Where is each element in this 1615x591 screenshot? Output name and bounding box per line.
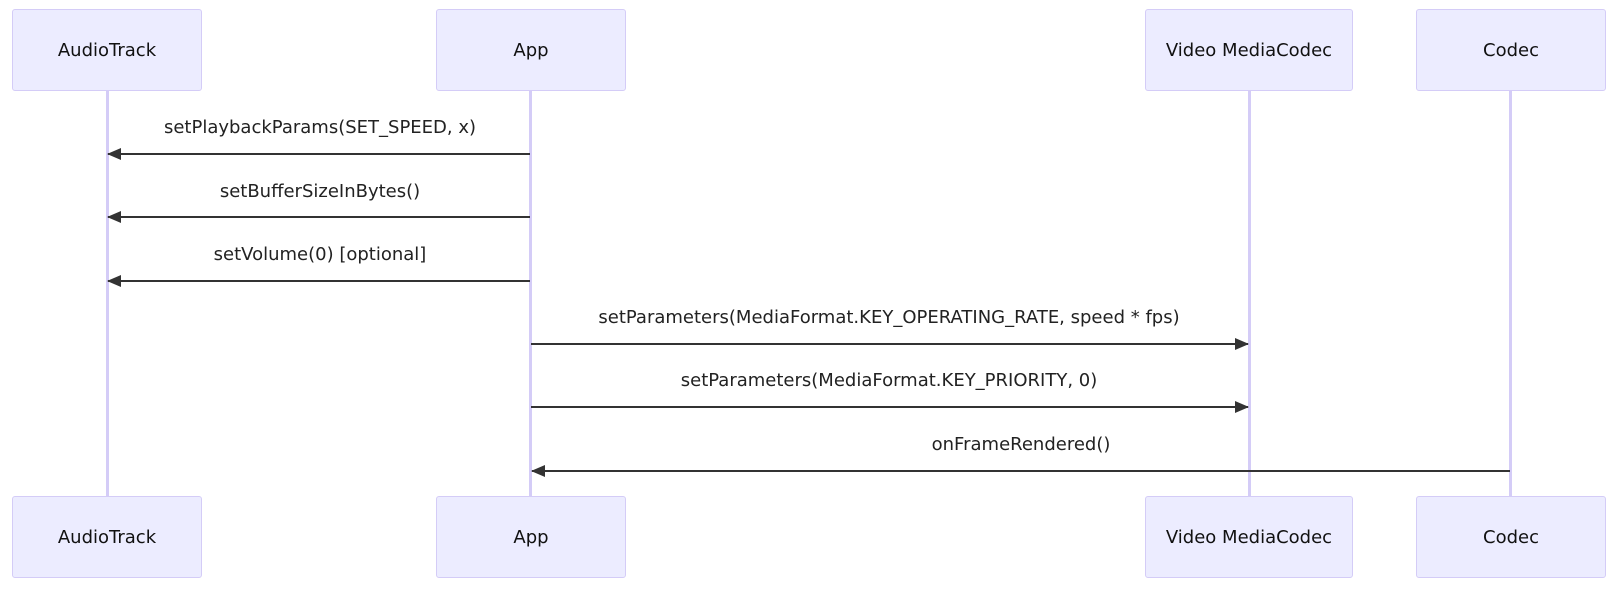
message-label-2: setBufferSizeInBytes() bbox=[219, 181, 421, 202]
message-label-4: setParameters(MediaFormat.KEY_OPERATING_… bbox=[598, 307, 1180, 328]
actor-app-bottom: App bbox=[436, 496, 626, 578]
lifeline-app bbox=[529, 90, 532, 496]
actor-app-top: App bbox=[436, 9, 626, 91]
actor-label: Codec bbox=[1483, 39, 1539, 61]
actor-label: App bbox=[513, 39, 549, 61]
actor-label: AudioTrack bbox=[57, 526, 157, 548]
actor-audiotrack-top: AudioTrack bbox=[12, 9, 202, 91]
actor-label: Codec bbox=[1483, 526, 1539, 548]
message-label-6: onFrameRendered() bbox=[931, 434, 1111, 455]
lifeline-audiotrack bbox=[106, 90, 109, 496]
lifeline-videomediacodec bbox=[1248, 90, 1251, 496]
message-label-5: setParameters(MediaFormat.KEY_PRIORITY, … bbox=[680, 370, 1098, 391]
actor-codec-bottom: Codec bbox=[1416, 496, 1606, 578]
actor-label: Video MediaCodec bbox=[1165, 526, 1333, 548]
actor-audiotrack-bottom: AudioTrack bbox=[12, 496, 202, 578]
actor-videomediacodec-top: Video MediaCodec bbox=[1145, 9, 1353, 91]
lifeline-codec bbox=[1509, 90, 1512, 496]
actor-label: App bbox=[513, 526, 549, 548]
actor-label: AudioTrack bbox=[57, 39, 157, 61]
actor-label: Video MediaCodec bbox=[1165, 39, 1333, 61]
message-label-1: setPlaybackParams(SET_SPEED, x) bbox=[163, 117, 477, 138]
actor-codec-top: Codec bbox=[1416, 9, 1606, 91]
message-label-3: setVolume(0) [optional] bbox=[213, 244, 427, 265]
actor-videomediacodec-bottom: Video MediaCodec bbox=[1145, 496, 1353, 578]
